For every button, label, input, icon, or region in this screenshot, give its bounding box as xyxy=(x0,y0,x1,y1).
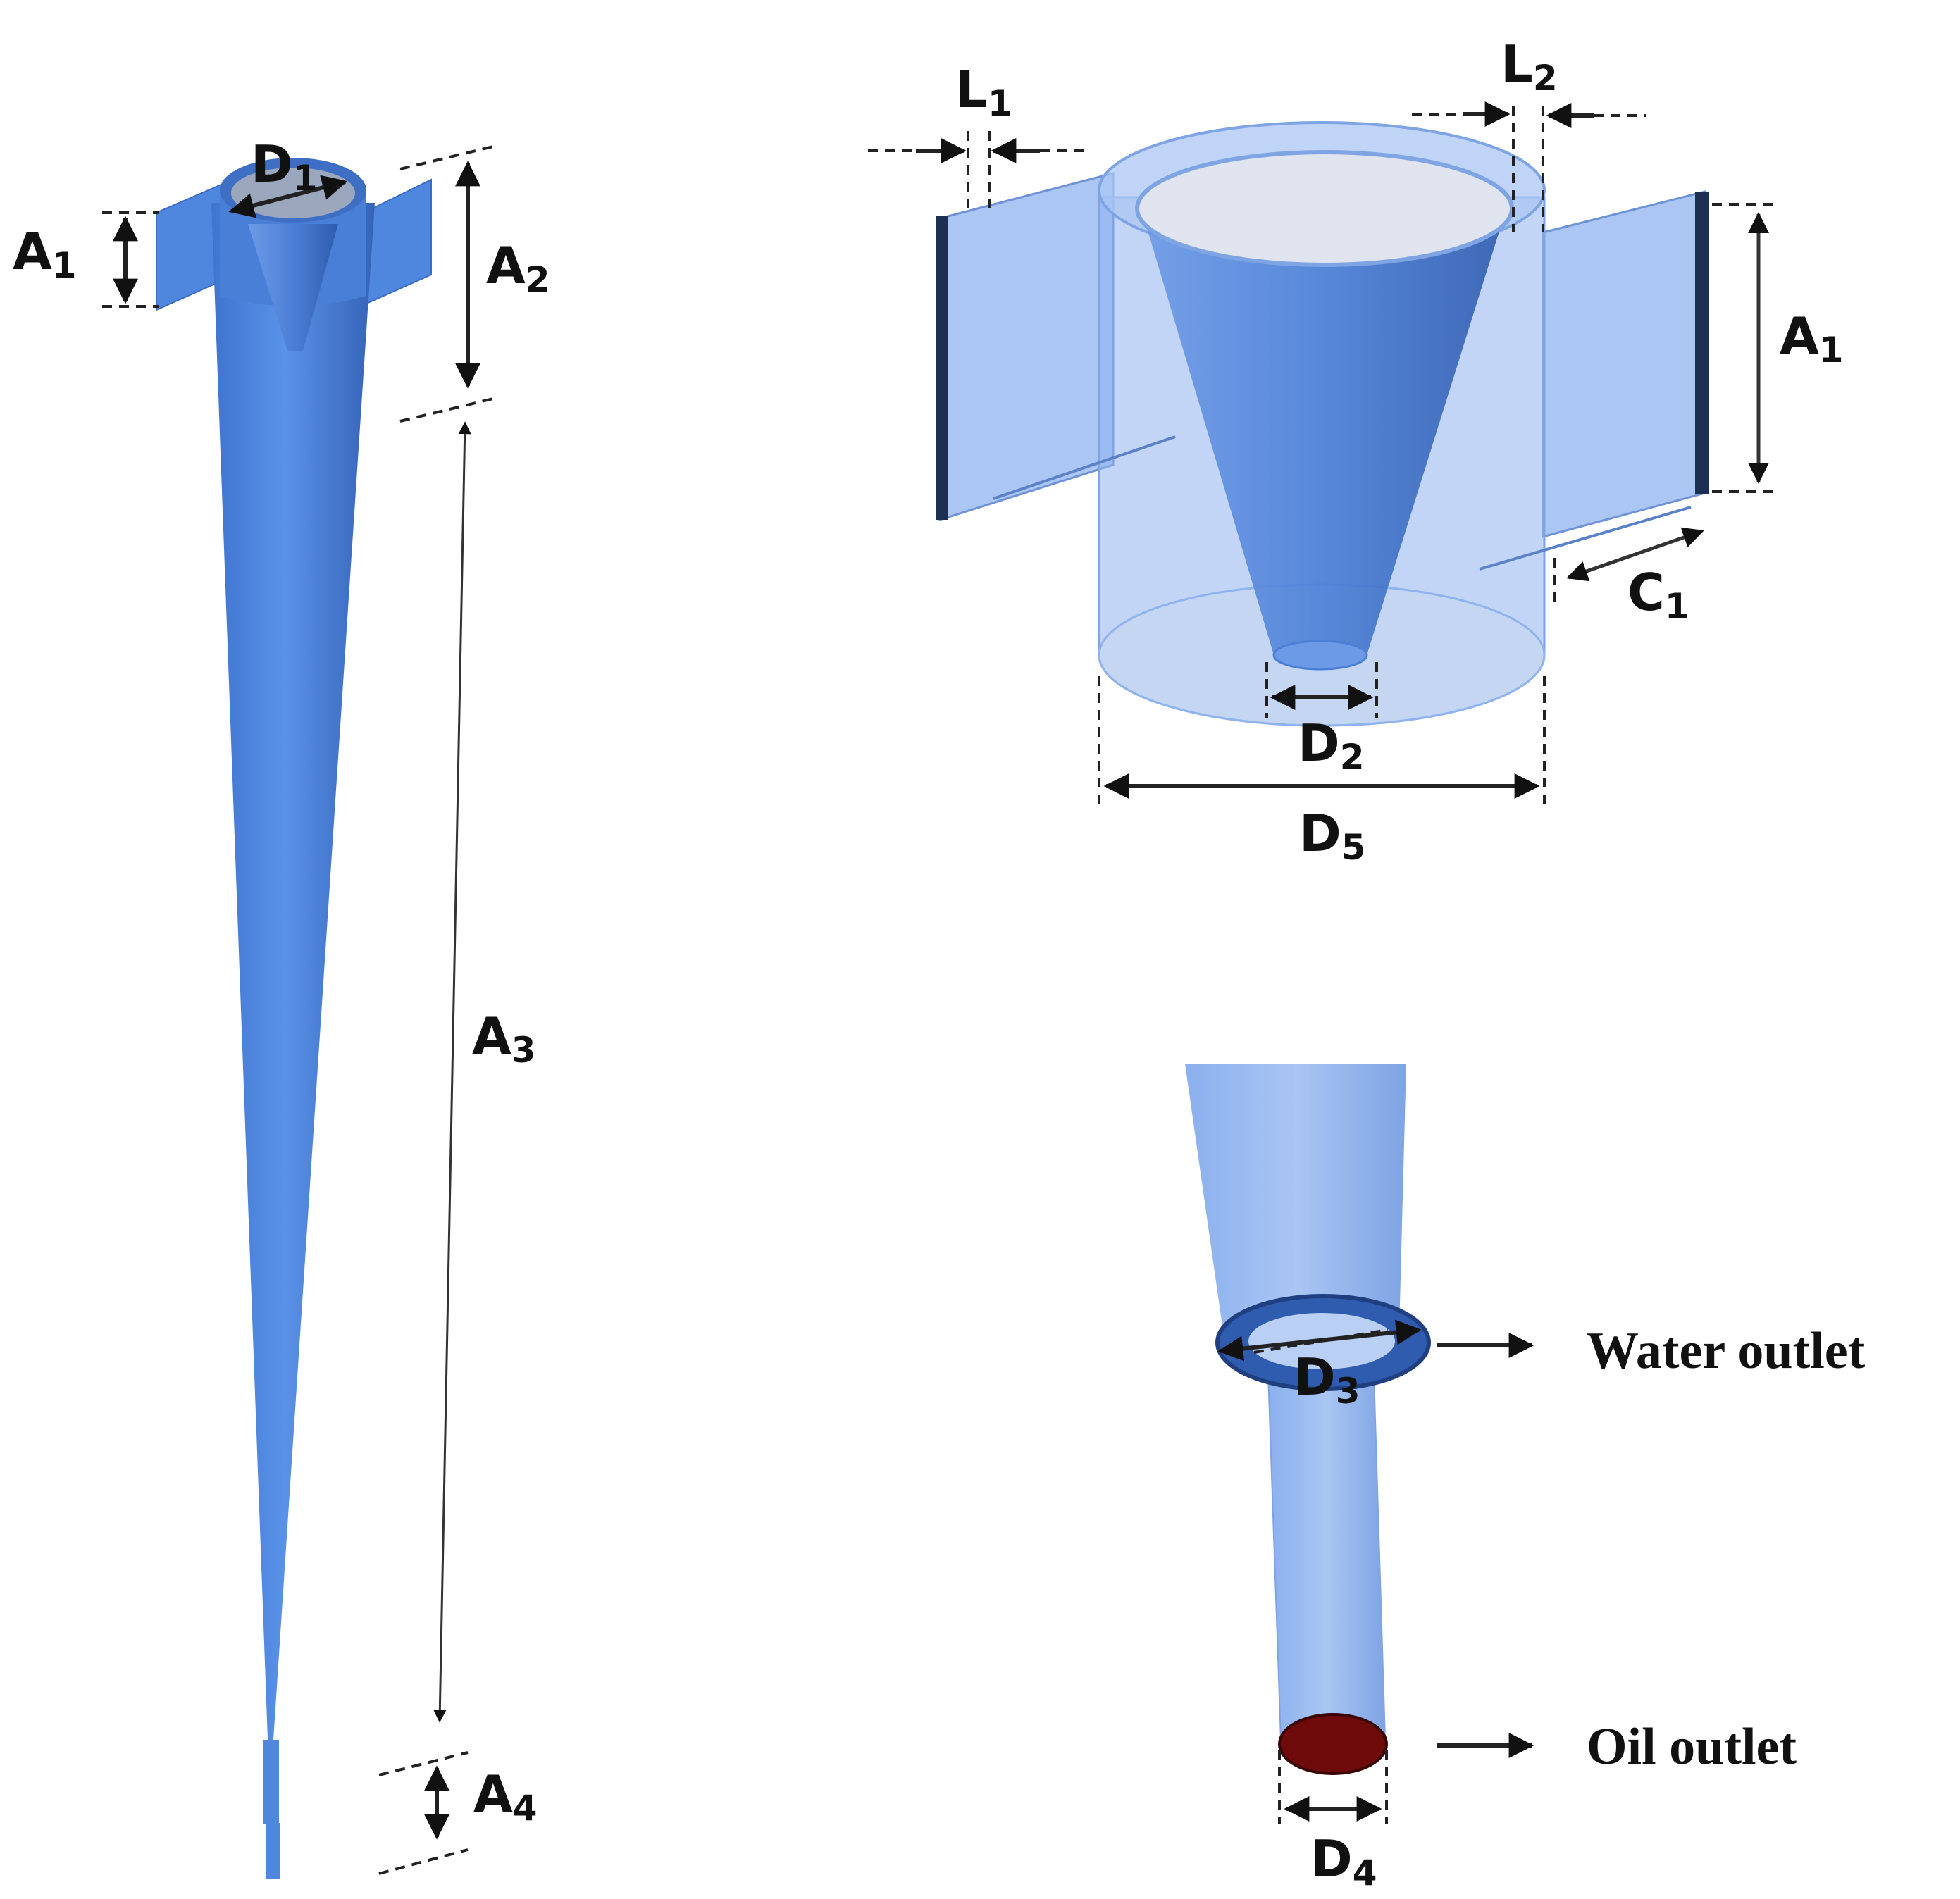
l1-label: L1 xyxy=(955,60,1012,124)
a2-label: A2 xyxy=(486,236,550,300)
a3-label: A3 xyxy=(472,1007,536,1071)
a1-left-label: A1 xyxy=(13,222,77,286)
d3-dimension-arrow xyxy=(1217,1319,1422,1362)
d3-label: D3 xyxy=(1294,1347,1360,1412)
vortex-finder xyxy=(248,224,338,351)
a1-right-label: A1 xyxy=(1780,306,1844,371)
detail-left-channel-line xyxy=(993,435,1176,500)
cone-body xyxy=(211,203,375,1740)
water-outlet-label: Water outlet xyxy=(1587,1322,1866,1380)
c1-label: C1 xyxy=(1627,563,1689,627)
d4-label: D4 xyxy=(1310,1829,1377,1893)
c1-dimension-arrow xyxy=(1566,527,1704,582)
underflow-spigot xyxy=(263,1740,279,1824)
a2-ext-top xyxy=(399,145,494,170)
d2-label: D2 xyxy=(1298,714,1365,778)
full-hydrocyclone-view: D1 A1 A2 A3 A4 xyxy=(13,135,550,1879)
detail-cone-bottom-outlet xyxy=(1272,640,1368,671)
d1-label: D1 xyxy=(251,135,318,199)
detail-inner-cone xyxy=(1140,204,1508,655)
inlet-detail-view: L1 L2 A1 C1 D2 D5 xyxy=(868,35,1844,868)
a4-ext-top xyxy=(378,1751,469,1776)
a4-ext-bottom xyxy=(378,1848,469,1875)
detail-left-inlet-edge xyxy=(936,216,948,520)
a3-dimension-arrow xyxy=(433,421,471,1723)
detail-right-inlet-edge xyxy=(1695,192,1709,494)
l2-label: L2 xyxy=(1501,35,1558,99)
d5-label: D5 xyxy=(1299,804,1366,868)
detail-right-inlet-panel xyxy=(1542,190,1706,538)
outlet-lower-pipe xyxy=(1267,1373,1387,1741)
a4-label: A4 xyxy=(473,1764,538,1829)
outlet-detail-view: D3 D4 Water outlet Oil outlet xyxy=(1185,1064,1866,1893)
detail-inner-cone-opening xyxy=(1135,150,1514,267)
a2-ext-bottom xyxy=(399,397,494,423)
outlet-upper-pipe xyxy=(1185,1064,1406,1331)
oil-outlet-disk xyxy=(1278,1713,1388,1775)
oil-outlet-label: Oil outlet xyxy=(1587,1718,1797,1776)
d1-dimension-arrow xyxy=(228,175,348,218)
spigot-tip xyxy=(266,1823,280,1879)
